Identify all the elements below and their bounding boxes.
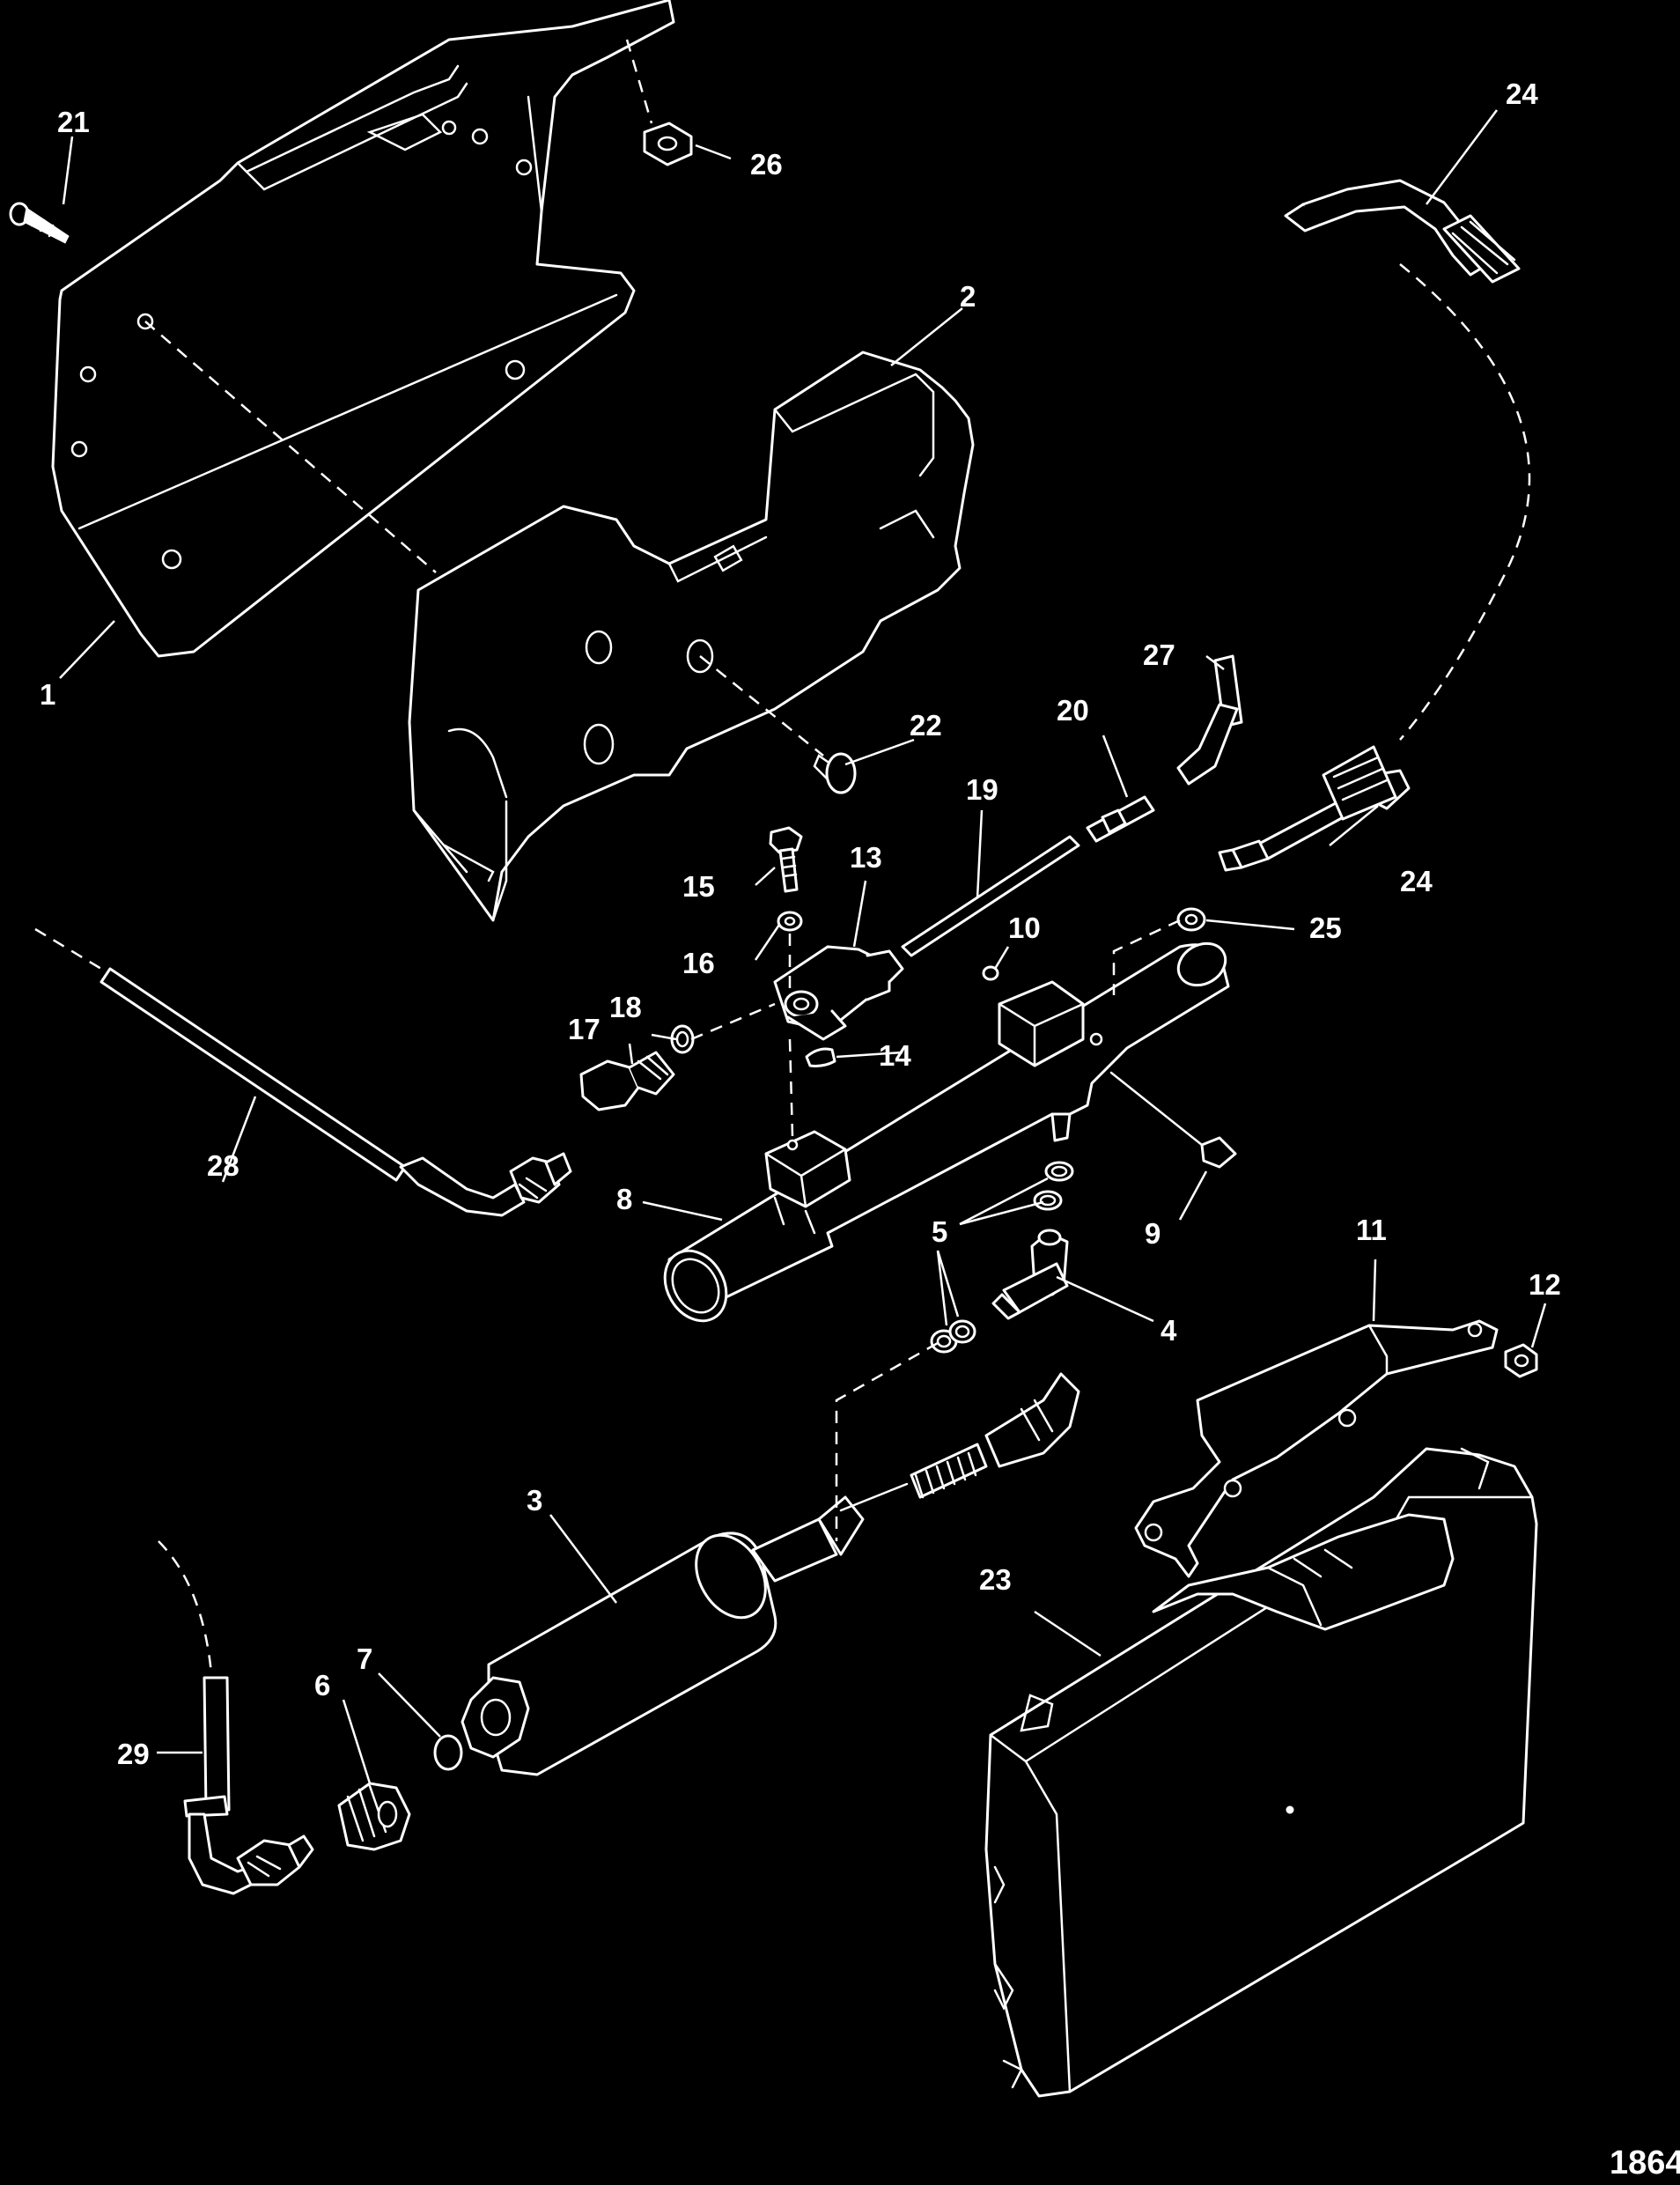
callout-3: 3 (527, 1484, 542, 1517)
callout-4: 4 (1161, 1314, 1177, 1347)
callout-7: 7 (357, 1642, 372, 1675)
mounting-bracket-part (51, 0, 675, 658)
plug-10-part (982, 965, 999, 981)
callout-9: 9 (1145, 1217, 1161, 1250)
callout-21: 21 (57, 106, 90, 138)
callout-25: 25 (1309, 912, 1342, 944)
callout-19: 19 (966, 773, 998, 806)
screw-9-part (1109, 1071, 1237, 1169)
o-rings-5-part (930, 1161, 1074, 1354)
washer-25-part (1176, 907, 1206, 932)
callout-1: 1 (40, 678, 55, 711)
tube-8-part (663, 941, 1230, 1323)
callout-24-top: 24 (1506, 78, 1538, 110)
callout-15: 15 (682, 870, 715, 903)
callout-16: 16 (682, 947, 715, 979)
figure-number: 1864 (1610, 2144, 1680, 2181)
callout-20: 20 (1057, 694, 1089, 727)
callout-14: 14 (879, 1039, 911, 1072)
washer-16-part (777, 911, 803, 932)
callout-6: 6 (314, 1669, 330, 1701)
callout-28: 28 (207, 1149, 239, 1182)
callout-17: 17 (568, 1013, 601, 1045)
fuel-line-28-part (99, 967, 572, 1217)
bolt-15-part (769, 826, 803, 893)
callout-18: 18 (609, 991, 642, 1023)
callout-13: 13 (850, 841, 882, 874)
nut-26-part (643, 122, 693, 166)
fitting-17-part (579, 1051, 675, 1111)
callout-22: 22 (910, 709, 942, 742)
callout-29: 29 (117, 1738, 150, 1770)
callout-labels: 1 2 3 4 5 6 7 8 9 10 11 12 13 14 15 16 1… (40, 78, 1680, 2181)
callout-12: 12 (1529, 1268, 1561, 1301)
callout-10: 10 (1008, 912, 1041, 944)
o-ring-18-part (670, 1024, 695, 1054)
fuel-line-29-part (183, 1676, 314, 1895)
callout-23: 23 (979, 1563, 1012, 1596)
callout-11: 11 (1356, 1214, 1387, 1246)
screw-21-part (9, 202, 70, 244)
fitting-6-part (337, 1782, 411, 1851)
hose-27-part (1176, 654, 1243, 786)
callout-27: 27 (1143, 639, 1175, 671)
hose-24-part (1218, 179, 1521, 872)
bracket-11-part (1134, 1319, 1499, 1578)
connector-20-part (1086, 795, 1155, 843)
callout-8: 8 (616, 1183, 632, 1215)
callout-24-bottom: 24 (1400, 865, 1433, 897)
elbow-4-part (991, 1229, 1069, 1320)
o-ring-7-part (433, 1734, 463, 1771)
nut-12-part (1504, 1343, 1538, 1378)
sensor-13-part (773, 945, 904, 1041)
leader-lines (59, 109, 1547, 1784)
callout-26: 26 (750, 148, 783, 181)
rod-19-part (901, 835, 1080, 957)
clip-14-part (805, 1047, 836, 1067)
assembly-lines (34, 39, 1531, 1674)
tank-23-part (984, 1447, 1538, 2098)
plug-22-part (813, 752, 857, 794)
callout-5: 5 (932, 1215, 947, 1248)
callout-2: 2 (960, 280, 976, 313)
housing-part (408, 351, 975, 922)
